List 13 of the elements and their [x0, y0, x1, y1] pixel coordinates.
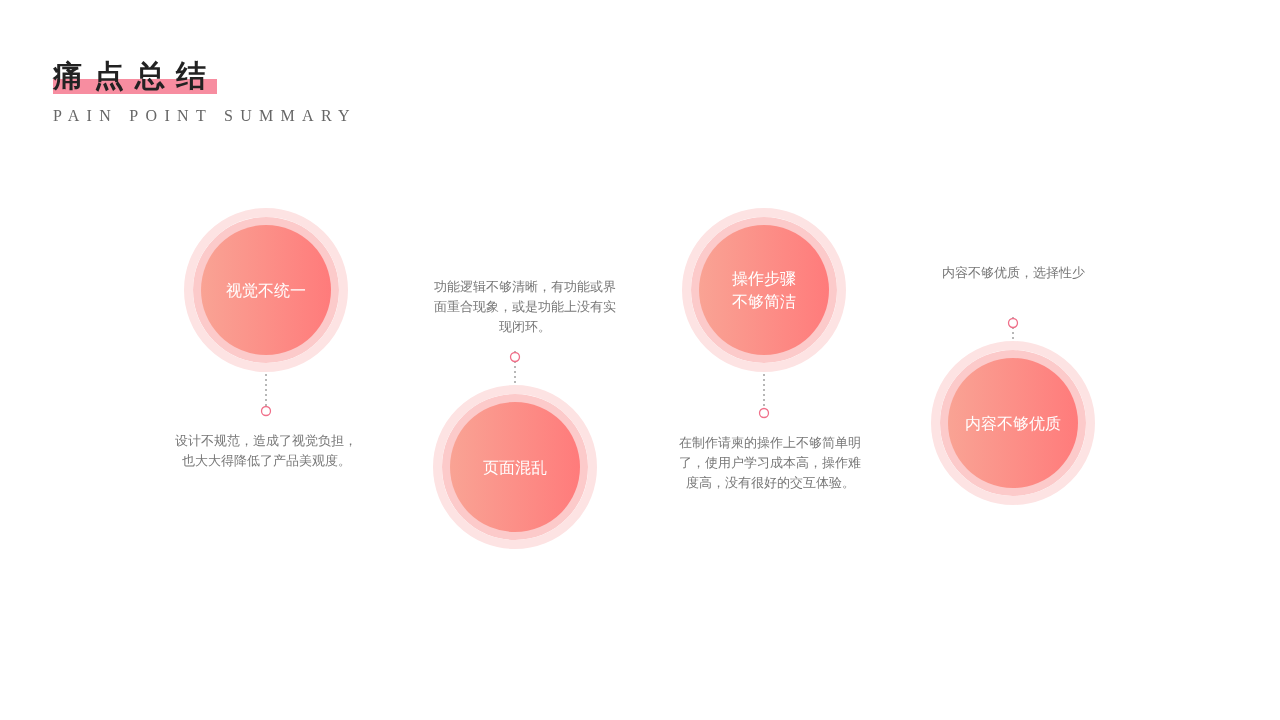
- description-text: 在制作请柬的操作上不够简单明了，使用户学习成本高，操作难度高，没有很好的交互体验。: [678, 434, 862, 492]
- subtitle: PAIN POINT SUMMARY: [53, 106, 357, 126]
- leader-line: [509, 350, 521, 384]
- leader-line: [260, 373, 272, 418]
- description-text: 功能逻辑不够清晰，有功能或界面重合现象，或是功能上没有实现闭环。: [433, 278, 617, 336]
- description-text: 设计不规范，造成了视觉负担，也大大得降低了产品美观度。: [174, 432, 358, 470]
- description-text: 内容不够优质，选择性少: [941, 264, 1085, 282]
- leader-line: [1007, 316, 1019, 340]
- leader-line: [758, 373, 770, 420]
- pain-point-title: 视觉不统一: [226, 279, 306, 302]
- pain-point-title: 页面混乱: [483, 456, 547, 479]
- pain-point-title: 内容不够优质: [965, 412, 1061, 435]
- pain-point-title: 操作步骤不够简洁: [731, 268, 797, 313]
